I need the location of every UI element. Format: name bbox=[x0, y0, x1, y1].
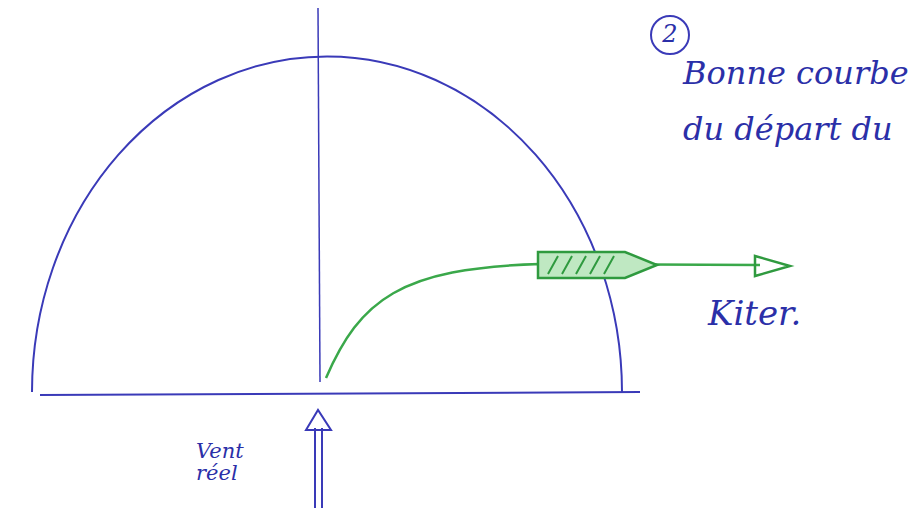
wind-arrow-shaft bbox=[315, 428, 322, 508]
wind-label: Vent réel bbox=[196, 440, 276, 484]
wind-window-arc bbox=[32, 56, 622, 392]
axis-line bbox=[318, 8, 320, 382]
base-line bbox=[40, 392, 640, 395]
callout-circle bbox=[651, 16, 689, 54]
note-text: Bonne courbe du départ du bbox=[683, 45, 913, 157]
board-shape bbox=[538, 252, 657, 278]
board-hatching bbox=[548, 256, 614, 274]
direction-arrowhead bbox=[755, 256, 790, 276]
callout-number: 2 bbox=[662, 22, 677, 47]
wind-arrow-head bbox=[306, 410, 331, 430]
note-text-end: Kiter. bbox=[708, 296, 801, 332]
start-curve bbox=[326, 264, 760, 378]
